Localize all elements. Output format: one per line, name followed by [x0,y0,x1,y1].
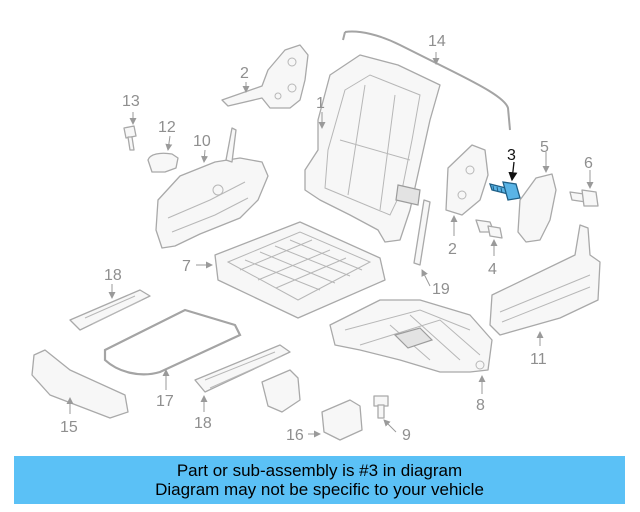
part-15-front-trim [31,349,129,419]
leader-lines [66,52,594,438]
callout-7: 7 [182,258,191,275]
callout-5: 5 [540,139,549,156]
part-12-cap [147,152,179,173]
part-6-bolt [569,189,599,207]
callout-13: 13 [122,93,140,110]
banner-line-1: Part or sub-assembly is #3 in diagram [176,461,463,480]
callout-labels: 14 2 1 13 12 10 3 5 6 2 4 7 19 18 11 8 1… [60,33,593,444]
callout-16: 16 [286,427,304,444]
part-11-outer-trim [489,224,601,336]
part-16-latch [261,369,363,441]
parts-diagram: 14 2 1 13 12 10 3 5 6 2 4 7 19 18 11 8 1… [31,30,601,444]
part-2-upper-bracket [221,44,309,109]
callout-15: 15 [60,419,78,436]
callout-12: 12 [158,119,176,136]
part-4-bolt [475,219,503,239]
callout-8: 8 [476,397,485,414]
part-10-side-shield [155,127,269,249]
part-18-upper-rail [69,289,151,331]
part-13-bolt [123,125,137,151]
part-5-trim-cover [517,173,557,243]
callout-2-upper: 2 [240,65,249,82]
part-3-bolt-highlighted [489,181,521,201]
part-1-seatback-frame [304,54,441,243]
part-19-rod [413,199,431,266]
callout-11: 11 [530,351,547,368]
callout-4: 4 [488,261,497,278]
part-17-wire-frame [103,308,242,376]
part-18-lower-rail [194,344,291,393]
part-2-lower-bracket [445,144,489,216]
callout-6: 6 [584,155,593,172]
callout-17: 17 [156,393,174,410]
callout-2-lower: 2 [448,241,457,258]
callout-10: 10 [193,133,211,150]
callout-18-upper: 18 [104,267,122,284]
callout-19: 19 [432,281,450,298]
callout-3-highlighted: 3 [507,147,516,164]
part-7-seat-frame [214,221,386,319]
callout-9: 9 [402,427,411,444]
part-9-bolt [373,395,389,419]
callout-18-lower: 18 [194,415,212,432]
callout-1: 1 [316,95,325,112]
part-8-riser [329,299,493,373]
banner-line-2: Diagram may not be specific to your vehi… [155,480,484,499]
info-banner: Part or sub-assembly is #3 in diagram Di… [14,456,625,504]
part-14-wire [342,30,511,131]
callout-14: 14 [428,33,446,50]
